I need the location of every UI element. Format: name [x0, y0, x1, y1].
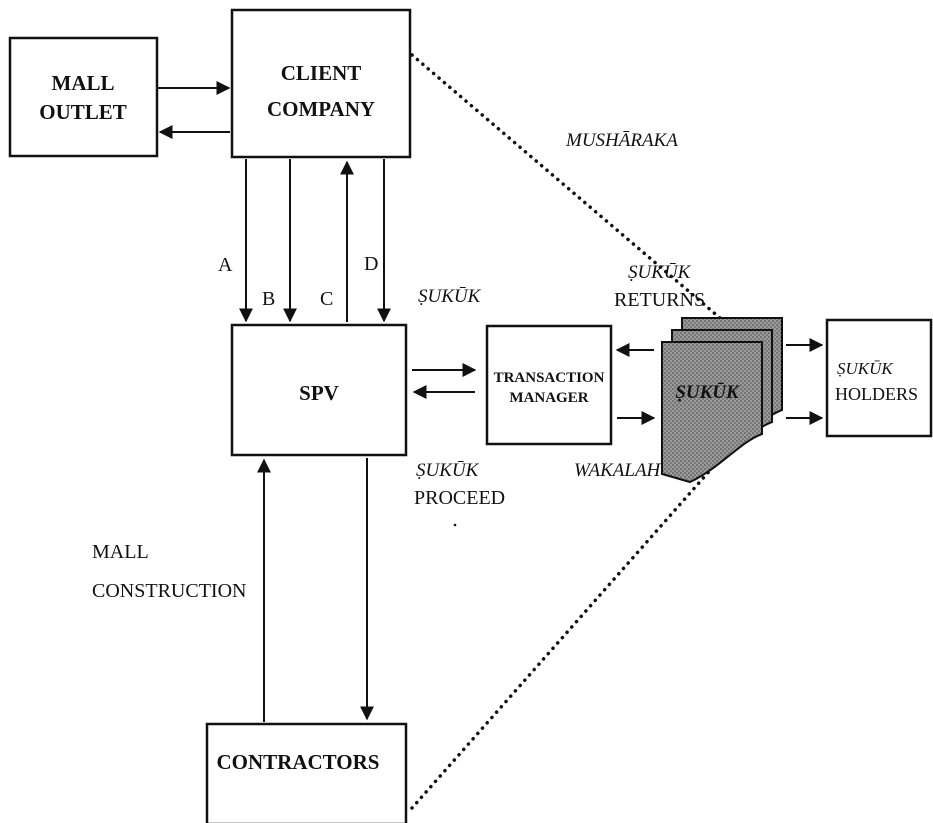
label-c: C [320, 288, 333, 310]
label-sukuk-top: ṢUKŪK [418, 286, 482, 307]
spv-label: SPV [299, 381, 339, 405]
label-sukuk-returns-line2: RETURNS [614, 289, 705, 311]
tm-label-line1: TRANSACTION [494, 370, 605, 386]
mall-outlet-label-line2: OUTLET [39, 100, 127, 124]
sukuk-doc-label: ṢUKŪK [675, 382, 740, 403]
label-sukuk-proceed-line1: ṢUKŪK [416, 460, 480, 481]
label-sukuk-returns-line1: ṢUKŪK [628, 262, 692, 283]
spv-box: SPV [232, 325, 406, 455]
label-sukuk-proceed-line2: PROCEED [414, 487, 505, 509]
mall-outlet-box: MALL OUTLET [10, 38, 157, 156]
client-company-box: CLIENT COMPANY [232, 10, 410, 157]
transaction-manager-box: TRANSACTION MANAGER [487, 326, 611, 444]
holders-label-line2: HOLDERS [835, 384, 918, 404]
sukuk-certificates-icon: ṢUKŪK [662, 318, 782, 482]
mall-outlet-label-line1: MALL [52, 71, 115, 95]
stray-dot [454, 524, 457, 527]
label-wakalah: WAKALAH [574, 460, 662, 481]
label-a: A [218, 254, 233, 276]
contractors-box: CONTRACTORS [207, 724, 406, 823]
tm-label-line2: MANAGER [509, 390, 588, 406]
label-d: D [364, 253, 378, 275]
label-b: B [262, 288, 275, 310]
client-company-label-line1: CLIENT [281, 61, 362, 85]
sukuk-holders-box: ṢUKŪK HOLDERS [827, 320, 931, 436]
label-mall-construction-line1: MALL [92, 541, 149, 563]
holders-label-line1: ṢUKŪK [837, 359, 894, 378]
label-mall-construction-line2: CONSTRUCTION [92, 580, 246, 602]
contractors-label: CONTRACTORS [217, 750, 380, 774]
client-company-label-line2: COMPANY [267, 97, 375, 121]
label-musharaka: MUSHĀRAKA [565, 130, 678, 151]
